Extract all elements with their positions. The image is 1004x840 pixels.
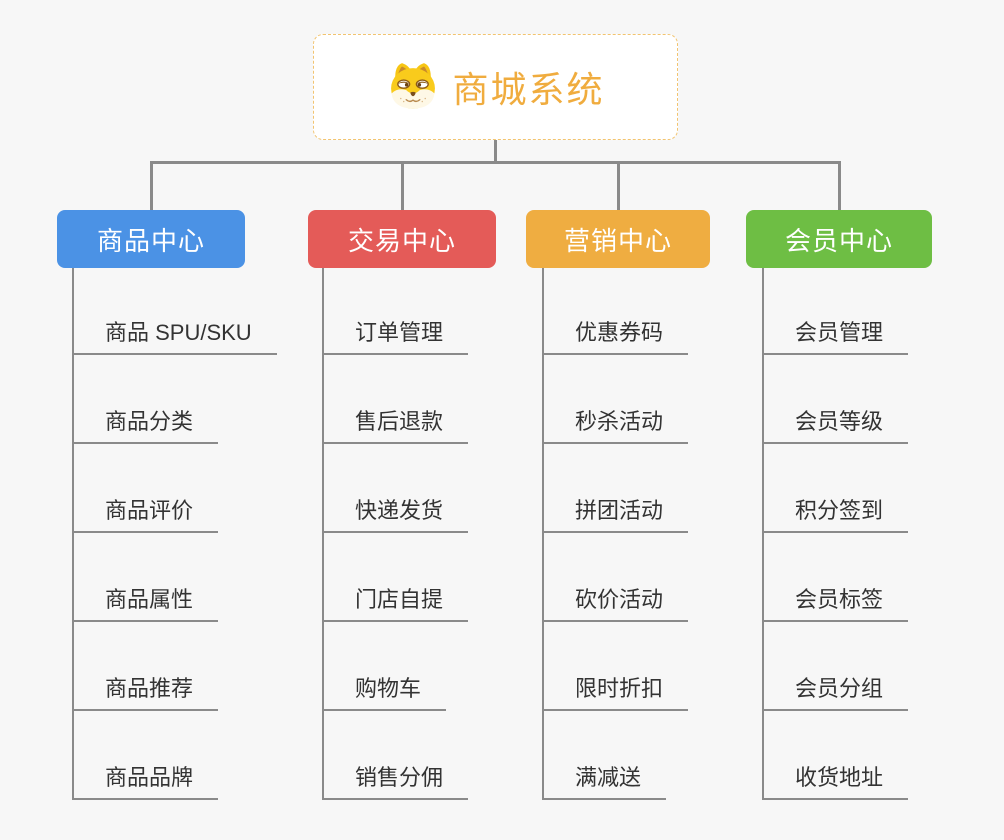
connector-line (542, 268, 544, 800)
leaf-node-3-6[interactable]: 满减送 (542, 764, 667, 800)
leaf-node-4-4[interactable]: 会员标签 (762, 586, 909, 622)
connector-line (494, 140, 497, 164)
leaf-node-4-6[interactable]: 收货地址 (762, 764, 909, 800)
leaf-node-1-4[interactable]: 商品属性 (72, 586, 219, 622)
connector-line (838, 161, 841, 210)
branch-node-1[interactable]: 商品中心 (57, 210, 245, 268)
root-title: 商城系统 (452, 69, 605, 110)
connector-line (150, 161, 153, 210)
branch-node-4[interactable]: 会员中心 (746, 210, 932, 268)
branch-node-2[interactable]: 交易中心 (308, 210, 496, 268)
connector-line (617, 161, 620, 210)
leaf-node-2-2[interactable]: 售后退款 (322, 408, 469, 444)
connector-line (150, 161, 841, 164)
connector-line (762, 268, 764, 800)
leaf-node-1-2[interactable]: 商品分类 (72, 408, 219, 444)
connector-line (401, 161, 404, 210)
connector-line (72, 268, 74, 800)
leaf-node-1-5[interactable]: 商品推荐 (72, 675, 219, 711)
dog-face-icon (386, 59, 440, 116)
leaf-node-4-1[interactable]: 会员管理 (762, 319, 909, 355)
leaf-node-1-1[interactable]: 商品 SPU/SKU (72, 319, 277, 355)
leaf-node-2-3[interactable]: 快递发货 (322, 497, 469, 533)
leaf-node-4-2[interactable]: 会员等级 (762, 408, 909, 444)
leaf-node-1-6[interactable]: 商品品牌 (72, 764, 219, 800)
leaf-node-4-5[interactable]: 会员分组 (762, 675, 909, 711)
leaf-node-2-1[interactable]: 订单管理 (322, 319, 469, 355)
leaf-node-1-3[interactable]: 商品评价 (72, 497, 219, 533)
leaf-node-2-4[interactable]: 门店自提 (322, 586, 469, 622)
leaf-node-3-1[interactable]: 优惠券码 (542, 319, 689, 355)
branch-node-3[interactable]: 营销中心 (526, 210, 710, 268)
leaf-node-3-4[interactable]: 砍价活动 (542, 586, 689, 622)
connector-line (322, 268, 324, 800)
root-node[interactable]: 商城系统 (313, 34, 678, 140)
leaf-node-4-3[interactable]: 积分签到 (762, 497, 909, 533)
leaf-node-3-5[interactable]: 限时折扣 (542, 675, 689, 711)
leaf-node-2-5[interactable]: 购物车 (322, 675, 447, 711)
leaf-node-3-2[interactable]: 秒杀活动 (542, 408, 689, 444)
leaf-node-3-3[interactable]: 拼团活动 (542, 497, 689, 533)
leaf-node-2-6[interactable]: 销售分佣 (322, 764, 469, 800)
